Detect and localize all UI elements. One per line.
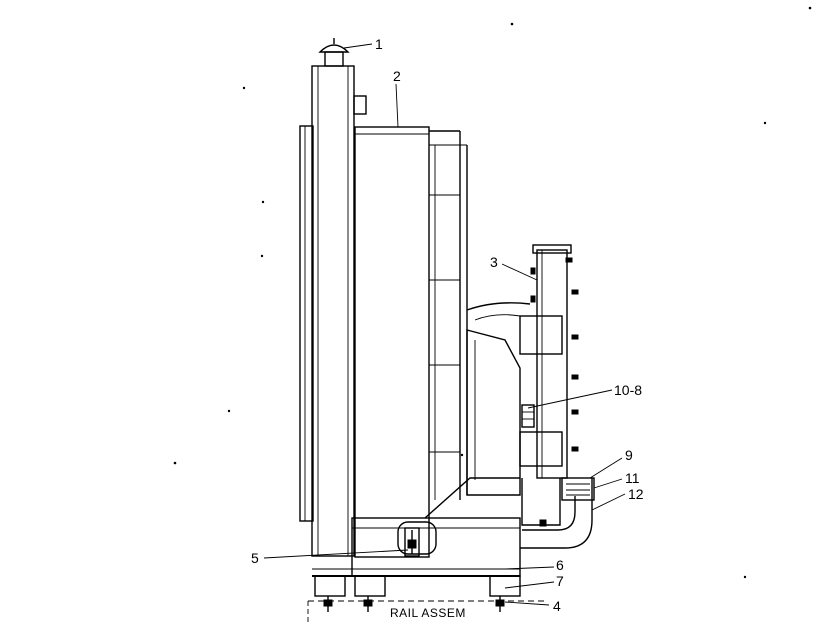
callout-3: 3 (490, 254, 498, 270)
lower-tank (312, 477, 521, 577)
callout-6: 6 (556, 557, 564, 573)
rail-assembly-label: RAIL ASSEM (390, 606, 466, 620)
callout-11: 11 (625, 470, 640, 486)
surge-tank (519, 244, 579, 479)
radiator-core (354, 126, 468, 558)
callout-4: 4 (553, 598, 561, 614)
rail-assembly: RAIL ASSEM (307, 600, 548, 624)
callout-12: 12 (628, 486, 644, 502)
callout-9: 9 (625, 447, 633, 463)
leader-lines (263, 43, 626, 606)
callout-labels: 1 2 3 5 6 7 4 10-8 9 11 12 (251, 36, 644, 614)
callout-1: 1 (375, 36, 383, 52)
scan-specks (173, 6, 812, 579)
callout-7: 7 (556, 573, 564, 589)
callout-10-8: 10-8 (614, 382, 642, 398)
filler-cap (318, 38, 350, 67)
callout-2: 2 (393, 68, 401, 84)
outlet-elbow (520, 477, 595, 549)
mounting-feet (314, 575, 521, 612)
callout-5: 5 (251, 550, 259, 566)
left-tank (299, 65, 367, 557)
